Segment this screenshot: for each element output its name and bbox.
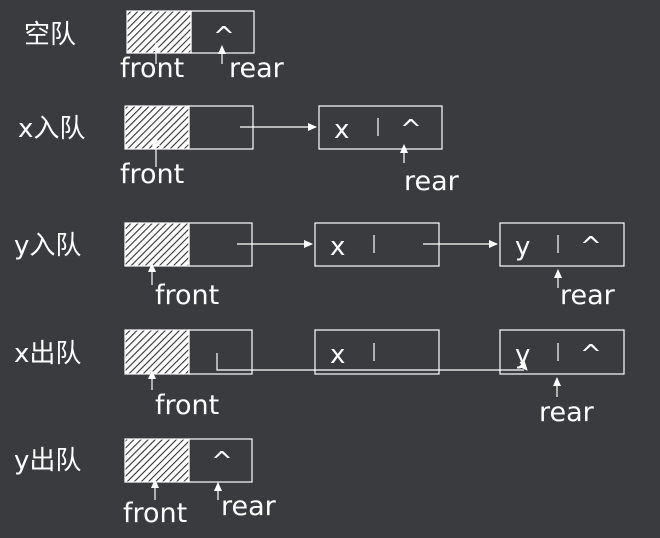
step-label: y出队	[14, 446, 81, 476]
step-label: 空队	[24, 20, 76, 50]
head-data-field	[125, 106, 189, 149]
head-data-field	[125, 223, 189, 266]
node-x-border	[314, 329, 440, 375]
head-to-y-bypass-link	[216, 353, 524, 371]
front-label: front	[123, 498, 187, 529]
node-x: x ^	[318, 105, 443, 150]
null-pointer-mark: ^	[400, 115, 422, 145]
rear-label: rear	[404, 166, 460, 197]
node-y-border	[499, 222, 625, 267]
node-x-value: x	[334, 115, 349, 145]
rear-label: rear	[229, 53, 285, 84]
node-x-border	[318, 105, 443, 150]
node-x: x	[314, 222, 440, 267]
node-x-value: x	[330, 232, 345, 262]
step-empty-queue: 空队 ^ front rear	[24, 10, 285, 84]
null-pointer-mark: ^	[213, 22, 235, 52]
null-pointer-mark: ^	[580, 340, 602, 370]
front-label: front	[155, 390, 219, 421]
step-enqueue-y: y入队 x y ^ front rear	[14, 222, 625, 311]
head-node: ^	[126, 10, 255, 54]
step-label: x出队	[14, 339, 81, 369]
node-y-border	[499, 329, 625, 375]
front-label: front	[120, 53, 184, 84]
head-next-field	[188, 329, 253, 375]
null-pointer-mark: ^	[211, 447, 233, 477]
head-node	[124, 222, 253, 267]
head-data-field	[125, 330, 189, 374]
node-y: y ^	[499, 222, 625, 267]
node-x-value: x	[330, 340, 345, 370]
null-pointer-mark: ^	[580, 232, 602, 262]
head-data-field	[127, 11, 191, 53]
step-dequeue-y: y出队 ^ front rear	[14, 438, 277, 529]
head-node	[124, 329, 253, 375]
step-dequeue-x: x出队 x y ^ front rear	[14, 329, 625, 428]
node-y-value: y	[515, 232, 530, 262]
node-x-removed: x	[314, 329, 440, 375]
step-enqueue-x: x入队 x ^ front rear	[18, 105, 460, 197]
head-data-field	[125, 439, 189, 482]
rear-label: rear	[560, 280, 616, 311]
head-node	[124, 105, 254, 150]
step-label: y入队	[14, 231, 81, 261]
rear-label: rear	[539, 397, 595, 428]
front-label: front	[120, 159, 184, 190]
head-to-y-arrowhead	[518, 361, 528, 371]
rear-label: rear	[221, 491, 277, 522]
head-node: ^	[124, 438, 253, 483]
node-y: y ^	[499, 329, 625, 375]
front-label: front	[155, 280, 219, 311]
step-label: x入队	[18, 114, 85, 144]
